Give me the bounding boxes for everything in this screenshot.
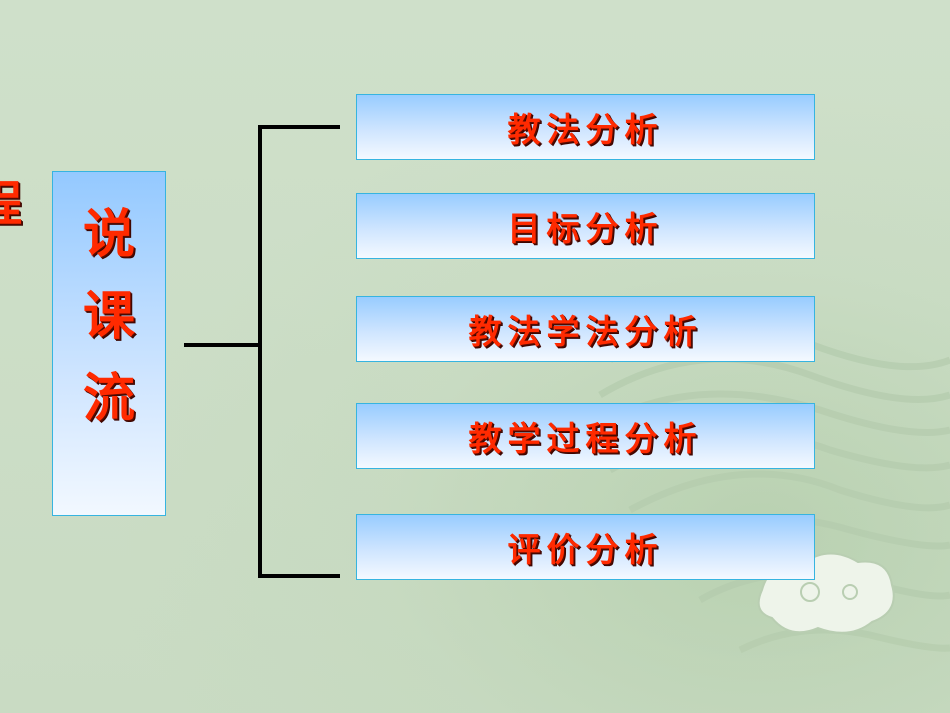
title-text: 说 课 流	[53, 194, 165, 440]
item-label: 教学过程分析	[468, 419, 703, 458]
item-label: 教法分析	[507, 110, 664, 149]
item-box-objectives: 目标分析	[356, 193, 815, 259]
item-label: 评价分析	[507, 530, 664, 569]
item-box-teaching-learning-method: 教法学法分析	[356, 296, 815, 362]
side-character: 程	[0, 180, 22, 228]
item-label: 教法学法分析	[468, 312, 703, 351]
item-box-teaching-process: 教学过程分析	[356, 403, 815, 469]
item-box-evaluation: 评价分析	[356, 514, 815, 580]
title-box: 说 课 流	[52, 171, 166, 516]
title-char: 课	[82, 287, 135, 347]
item-label: 目标分析	[507, 209, 664, 248]
title-char: 流	[82, 369, 135, 429]
item-box-teaching-method: 教法分析	[356, 94, 815, 160]
title-char: 说	[82, 205, 135, 265]
